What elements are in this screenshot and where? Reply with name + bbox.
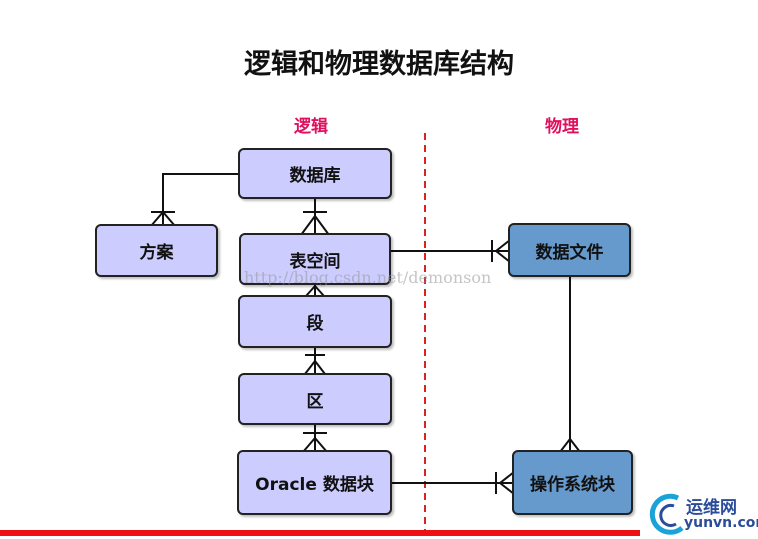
connector-database-schema	[162, 173, 240, 226]
crowfoot-datafile	[491, 239, 511, 263]
brand-swirl-icon	[649, 493, 684, 535]
entity-datafile: 数据文件	[508, 223, 631, 277]
entity-os-block: 操作系统块	[512, 450, 633, 515]
diagram-title: 逻辑和物理数据库结构	[244, 49, 514, 80]
crowfoot-tablespace	[300, 211, 330, 236]
entity-extent: 区	[238, 373, 392, 425]
section-label-physical: 物理	[545, 117, 579, 137]
bottom-red-bar	[0, 530, 640, 536]
entity-schema: 方案	[95, 224, 218, 277]
crowfoot-schema	[150, 211, 176, 227]
crowfoot-extent	[304, 354, 326, 375]
crowfoot-segment	[305, 285, 325, 297]
entity-oracle-block: Oracle 数据块	[237, 450, 392, 515]
brand-logo: 运维网 yunvn.com	[648, 490, 758, 539]
entity-database: 数据库	[238, 148, 392, 199]
brand-name-en: yunvn.com	[684, 515, 758, 531]
section-label-logical: 逻辑	[294, 117, 328, 137]
entity-tablespace: 表空间	[239, 233, 391, 285]
crowfoot-os-block-left	[495, 471, 515, 495]
crowfoot-oracle-block	[302, 432, 328, 453]
brand-name-cn: 运维网	[686, 498, 737, 518]
watermark-url: http://blog.csdn.net/demonson	[244, 268, 492, 287]
crowfoot-os-block	[559, 438, 581, 453]
entity-segment: 段	[238, 295, 392, 348]
